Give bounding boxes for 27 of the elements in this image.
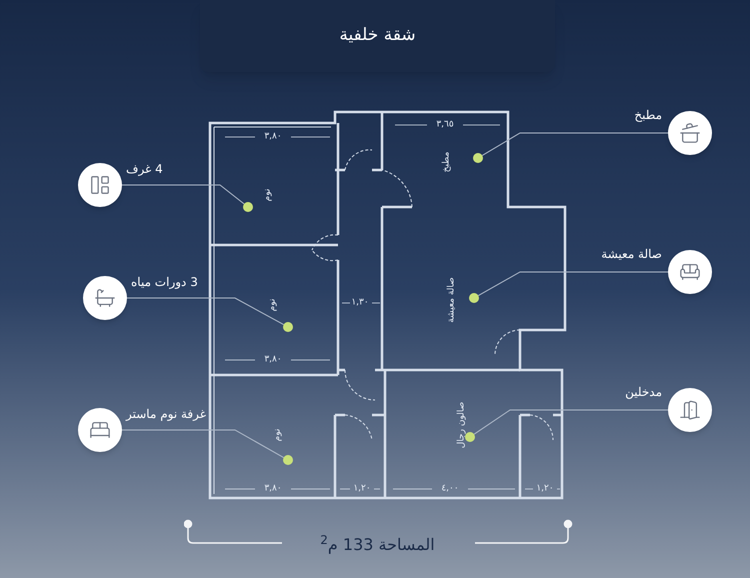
dimension-text: ٤,٠٠ — [441, 484, 459, 494]
room-name: نوم — [274, 428, 282, 442]
leader-line — [122, 430, 284, 458]
dimension-text: ١,٣٠ — [351, 298, 369, 308]
dimension-text: ٣,٨٠ — [264, 356, 282, 364]
room-name: نوم — [264, 188, 272, 202]
dimension-text: ٣,٨٠ — [264, 132, 282, 142]
feature-label: مطبخ — [634, 109, 662, 121]
room-name: نوم — [268, 298, 278, 312]
title: شقة خلفية — [339, 24, 416, 48]
feature-label: صالة معيشة — [601, 248, 662, 260]
room-name: صالون رجال — [458, 402, 466, 448]
leader-line — [122, 184, 245, 204]
leader-line — [482, 132, 668, 156]
room-name: مطبخ — [442, 152, 452, 172]
feature-label: 4 غرف — [126, 163, 163, 175]
feature-label: مدخلين — [625, 386, 662, 398]
feature-label: غرفة نوم ماستر — [126, 408, 206, 420]
leader-line — [478, 272, 668, 296]
dimension-text: ١,٢٠ — [353, 484, 371, 494]
feature-label: 3 دورات مياه — [131, 276, 198, 288]
room-name: صالة معيشة — [448, 277, 456, 323]
dimension-text: ٣,٦٥ — [436, 120, 454, 130]
leader-line — [474, 410, 668, 435]
dimension-text: ١,٢٠ — [536, 484, 554, 494]
leader-line — [126, 298, 284, 326]
dimension-text: ٣,٨٠ — [264, 484, 282, 494]
